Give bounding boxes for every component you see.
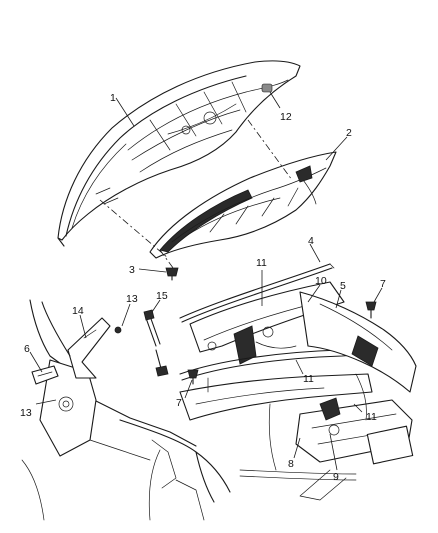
leader-lines	[29, 91, 383, 471]
clip-7b	[187, 369, 199, 385]
clip-7a	[365, 301, 377, 319]
assembly-line	[247, 119, 293, 181]
callout-6: 6	[24, 343, 30, 355]
hood-prop-rod	[143, 309, 169, 377]
callout-11a: 11	[256, 257, 267, 269]
callout-9: 9	[333, 471, 339, 483]
callout-5: 5	[340, 280, 346, 292]
callout-11b: 11	[303, 373, 314, 385]
callout-12: 12	[280, 111, 292, 123]
hood-insulator	[149, 151, 337, 259]
callout-10: 10	[315, 275, 327, 287]
hood-panel	[57, 60, 301, 247]
callout-7a: 7	[380, 278, 386, 290]
callout-14: 14	[72, 305, 84, 317]
callout-4: 4	[308, 235, 314, 247]
callout-2: 2	[346, 127, 352, 139]
callout-11c: 11	[366, 411, 377, 423]
hood-hinge	[41, 301, 122, 379]
engine-compartment	[21, 281, 417, 521]
callout-3: 3	[129, 264, 135, 276]
assembly-line	[99, 199, 169, 259]
callout-labels: 1 2 3 4 5 6 7 7 8 9 10 11 11 11 12 13 13…	[20, 92, 386, 483]
callout-13a: 13	[126, 293, 138, 305]
callout-15: 15	[156, 290, 168, 302]
callout-1: 1	[110, 92, 116, 104]
hood-bumper	[165, 267, 179, 281]
callout-8: 8	[288, 458, 294, 470]
cowl-seal	[179, 263, 335, 323]
fender-bumper-pad	[31, 365, 59, 385]
callout-13b: 13	[20, 407, 32, 419]
assembly-line	[159, 249, 177, 273]
callout-7b: 7	[176, 397, 182, 409]
